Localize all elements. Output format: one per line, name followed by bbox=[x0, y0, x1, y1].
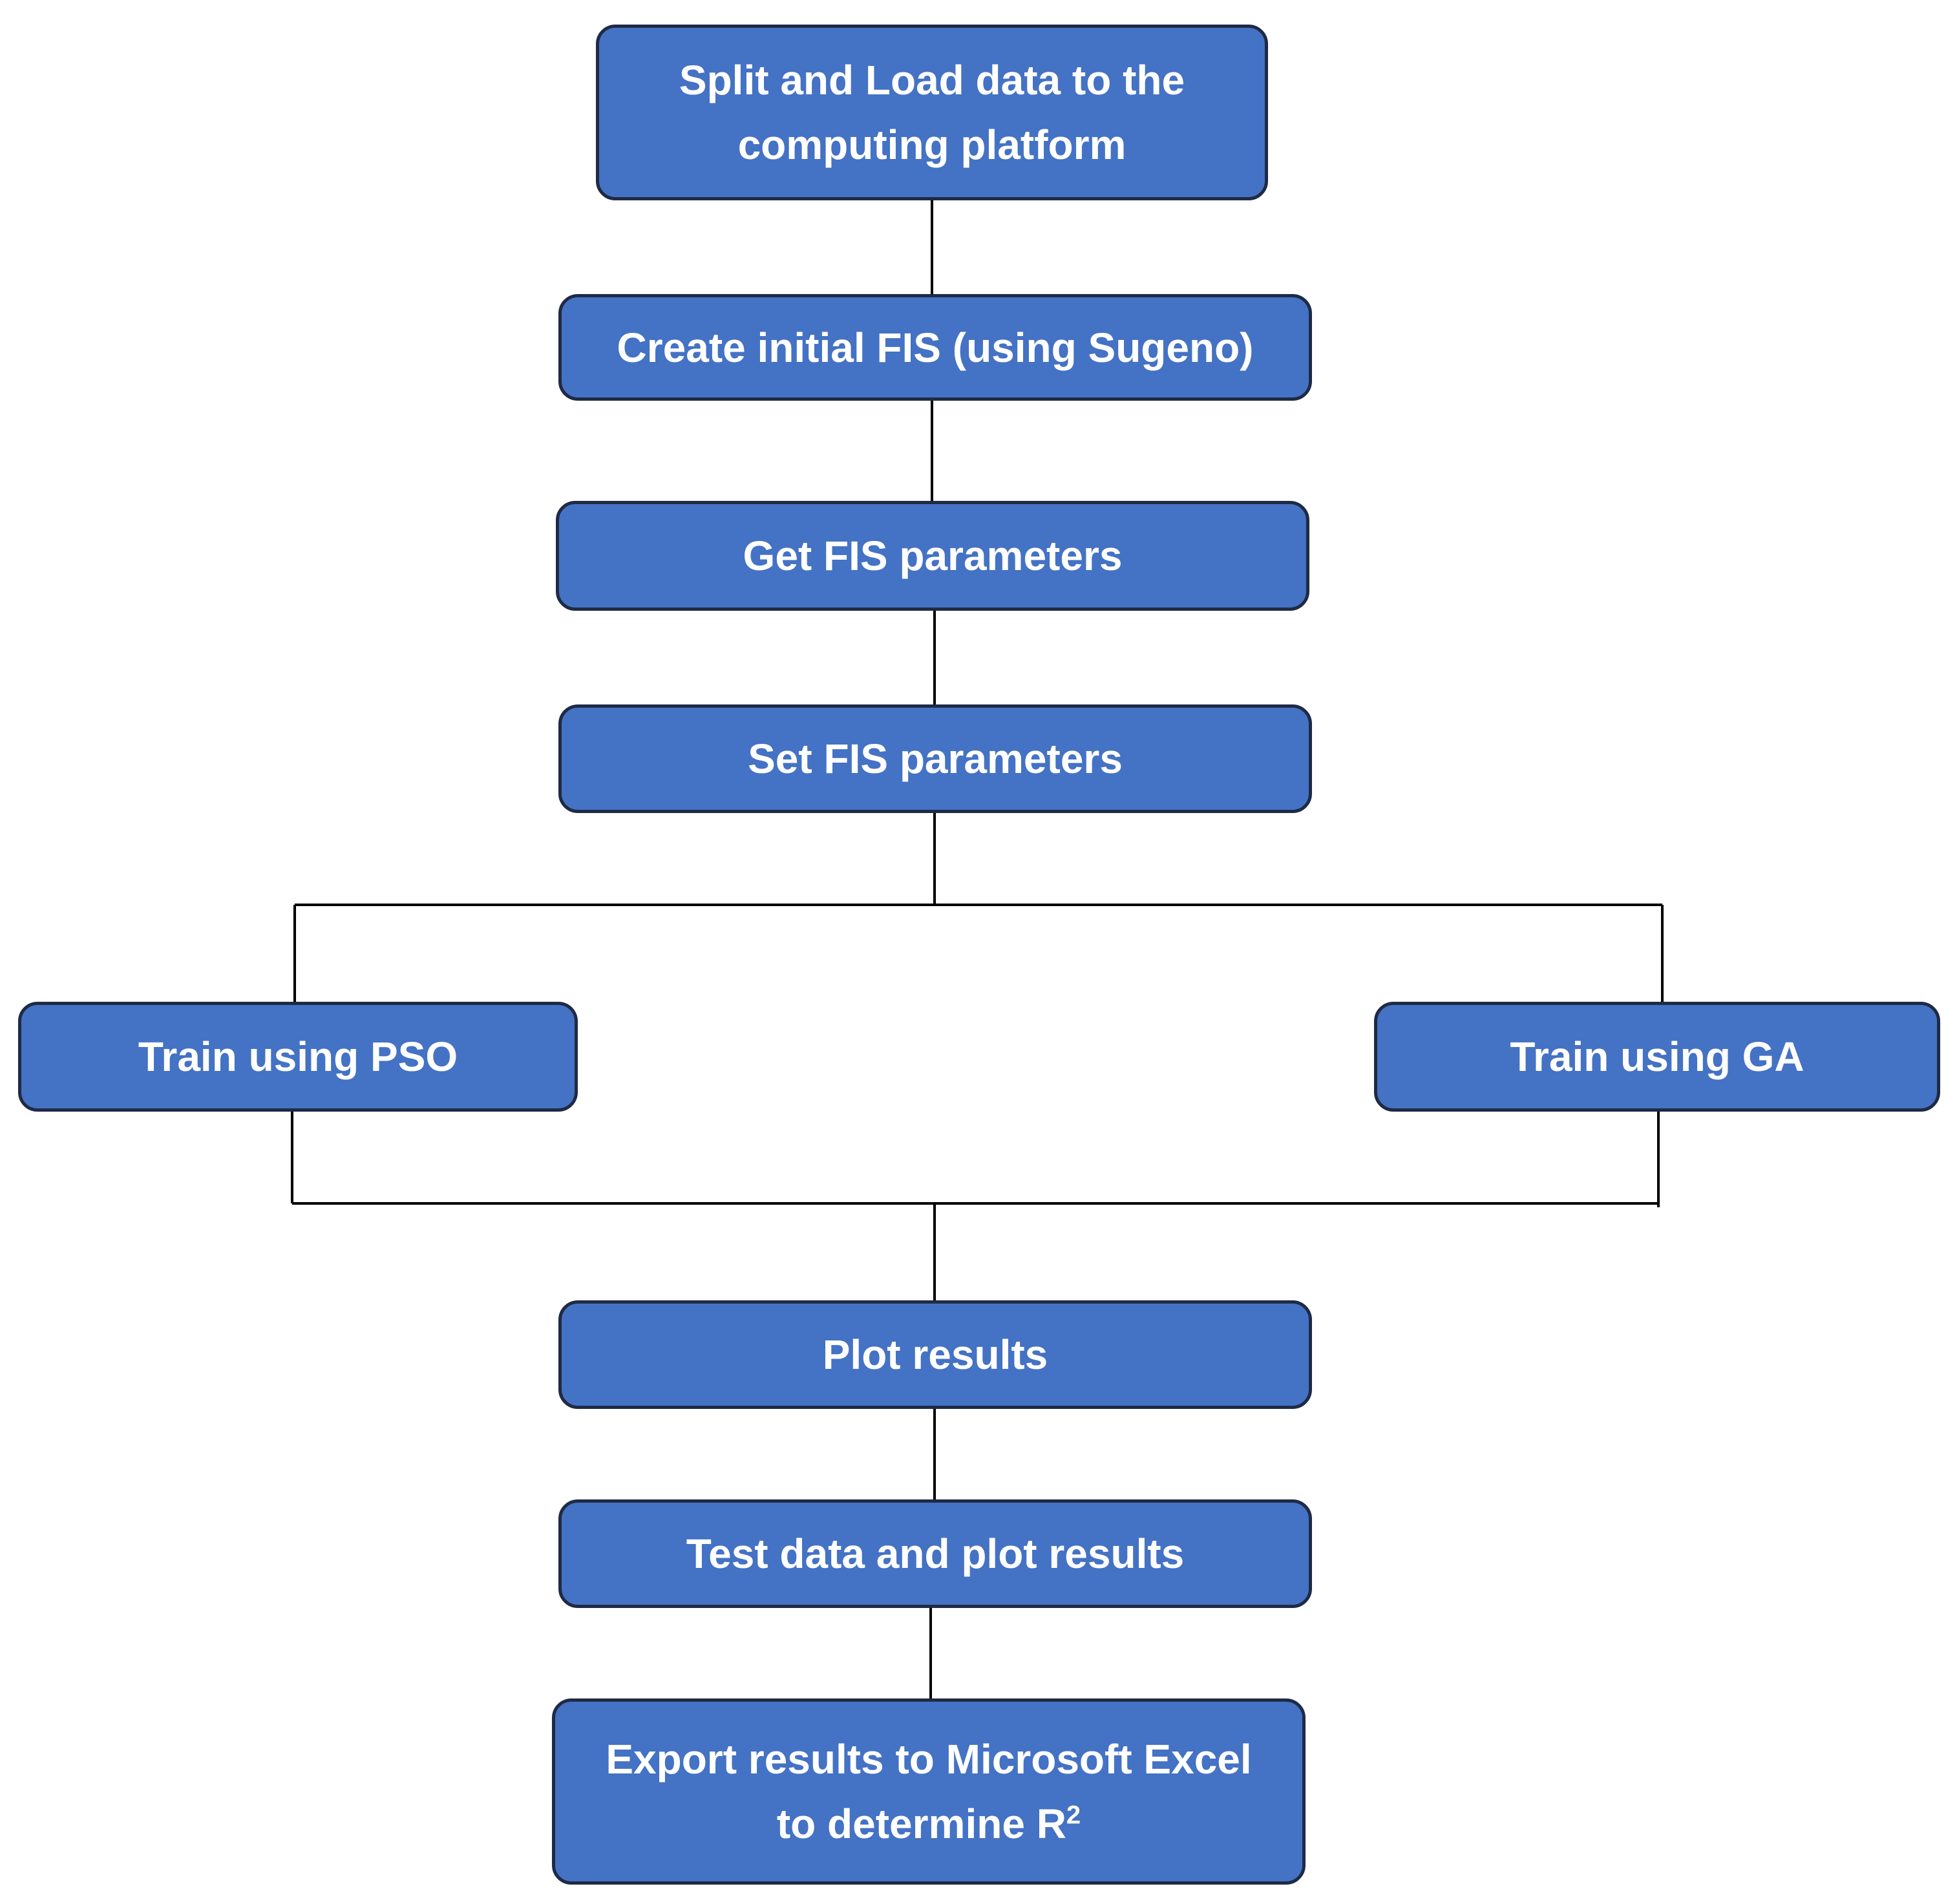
node-train-ga-label: Train using GA bbox=[1510, 1033, 1804, 1080]
node-get-params: Get FIS parameters bbox=[556, 501, 1309, 611]
node-create-fis: Create initial FIS (using Sugeno) bbox=[558, 294, 1312, 401]
node-set-params: Set FIS parameters bbox=[558, 704, 1312, 813]
node-test-plot-label: Test data and plot results bbox=[686, 1530, 1185, 1577]
node-test-plot: Test data and plot results bbox=[558, 1499, 1312, 1608]
node-export-excel-label: Export results to Microsoft Excel to det… bbox=[606, 1727, 1251, 1856]
node-export-excel-text: Export results to Microsoft Excel to det… bbox=[606, 1736, 1252, 1847]
node-export-excel-superscript: 2 bbox=[1066, 1801, 1081, 1830]
node-export-excel: Export results to Microsoft Excel to det… bbox=[552, 1698, 1306, 1885]
node-split-load: Split and Load data to the computing pla… bbox=[596, 25, 1268, 200]
node-get-params-label: Get FIS parameters bbox=[743, 533, 1123, 579]
node-plot-results-label: Plot results bbox=[822, 1331, 1048, 1378]
node-train-pso-label: Train using PSO bbox=[138, 1033, 458, 1080]
node-train-pso: Train using PSO bbox=[18, 1002, 578, 1112]
node-create-fis-label: Create initial FIS (using Sugeno) bbox=[617, 324, 1254, 371]
node-plot-results: Plot results bbox=[558, 1300, 1312, 1409]
node-set-params-label: Set FIS parameters bbox=[748, 735, 1123, 782]
node-split-load-label: Split and Load data to the computing pla… bbox=[679, 57, 1185, 168]
node-train-ga: Train using GA bbox=[1374, 1002, 1940, 1112]
